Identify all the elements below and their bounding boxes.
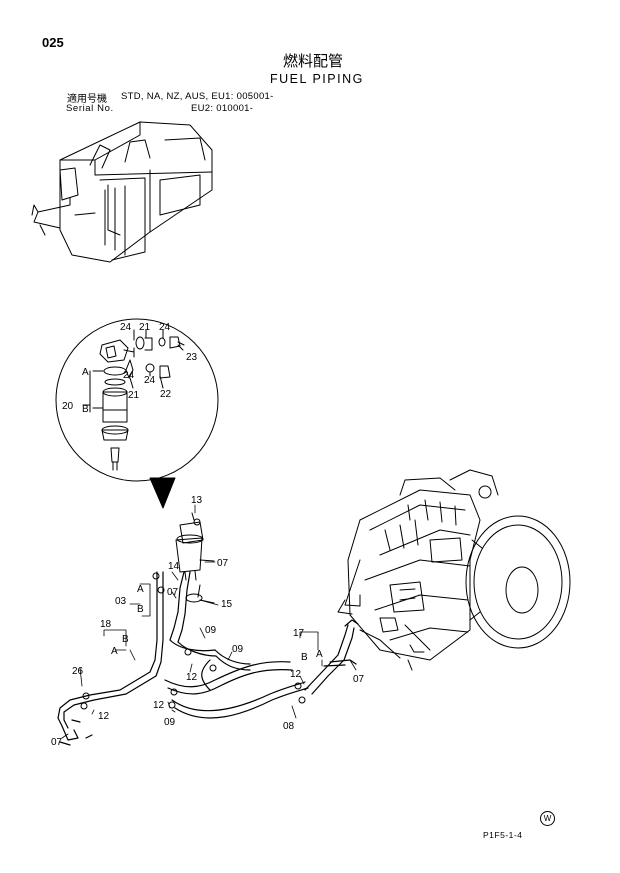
callout-26: 26 xyxy=(72,666,84,677)
callout-07: 07 xyxy=(167,587,179,598)
callout-leaders xyxy=(61,504,357,739)
callout-22: 22 xyxy=(160,389,172,400)
serial-line-1: STD, NA, NZ, AUS, EU1: 005001- xyxy=(121,91,274,102)
title-japanese: 燃料配管 xyxy=(283,52,344,70)
callout-24: 24 xyxy=(159,322,171,333)
callout-09: 09 xyxy=(232,644,244,655)
callout-23: 23 xyxy=(186,352,198,363)
callout-08: 08 xyxy=(283,721,295,732)
callout-09: 09 xyxy=(164,717,176,728)
hose-clamps xyxy=(80,572,306,710)
callout-07: 07 xyxy=(217,558,229,569)
callout-07: 07 xyxy=(51,737,63,748)
callout-a: A xyxy=(137,584,144,595)
callout-a: A xyxy=(111,646,118,657)
callout-21: 21 xyxy=(128,390,140,401)
callout-12: 12 xyxy=(98,711,110,722)
callout-20: 20 xyxy=(62,401,74,412)
callout-b: B xyxy=(301,652,308,663)
excavator-illustration xyxy=(31,121,213,263)
serial-label-english: Serial No. xyxy=(66,103,114,114)
callout-13: 13 xyxy=(191,495,203,506)
callout-12: 12 xyxy=(186,672,198,683)
callout-03: 03 xyxy=(115,596,127,607)
callout-14: 14 xyxy=(168,561,180,572)
page-number: 025 xyxy=(42,35,64,50)
callout-12: 12 xyxy=(290,669,302,680)
callout-24: 24 xyxy=(120,322,132,333)
callout-a: A xyxy=(82,367,89,378)
serial-label-japanese: 適用号機 xyxy=(67,94,107,105)
part-callouts: 24 21 24 23 A 24 24 21 22 20 B 13 07 14 … xyxy=(51,322,365,748)
callout-a: A xyxy=(316,649,323,660)
callout-b: B xyxy=(122,634,129,645)
callout-17: 17 xyxy=(293,628,305,639)
watermark-badge: W xyxy=(540,811,555,826)
callout-12: 12 xyxy=(153,700,165,711)
callout-21: 21 xyxy=(139,322,151,333)
filter-detail-view xyxy=(55,318,219,509)
callout-09: 09 xyxy=(205,625,217,636)
engine-illustration xyxy=(337,469,571,671)
fuel-hoses xyxy=(57,571,359,746)
serial-line-2: EU2: 010001- xyxy=(191,103,254,114)
fuel-filter-assembly xyxy=(175,512,215,604)
callout-07: 07 xyxy=(353,674,365,685)
callout-b: B xyxy=(137,604,144,615)
title-english: FUEL PIPING xyxy=(270,72,364,86)
callout-24: 24 xyxy=(123,370,135,381)
callout-18: 18 xyxy=(100,619,112,630)
callout-24: 24 xyxy=(144,375,156,386)
footer-code: P1F5-1-4 xyxy=(483,830,523,840)
callout-b: B xyxy=(82,404,89,415)
callout-15: 15 xyxy=(221,599,233,610)
